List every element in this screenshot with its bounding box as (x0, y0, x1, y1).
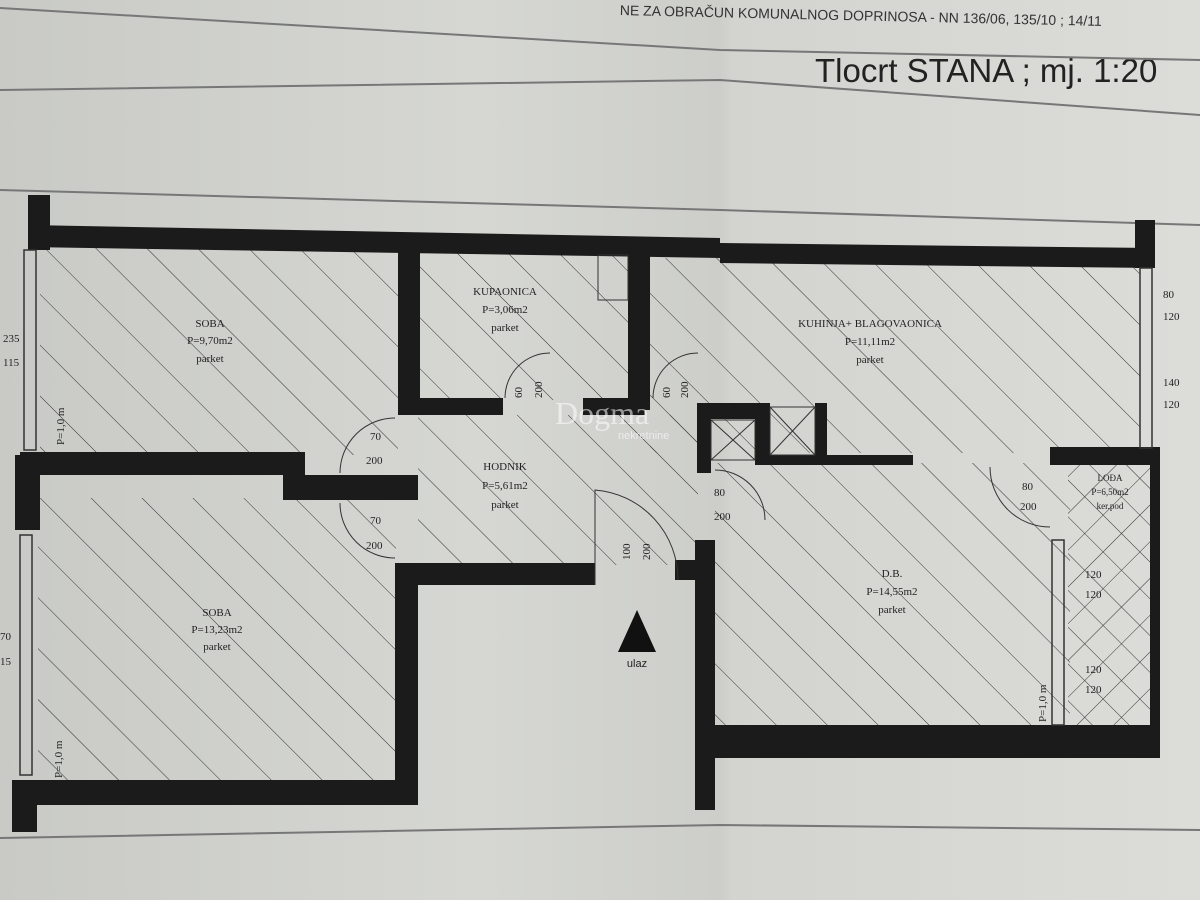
svg-text:KUHINJA+ BLAGOVAONICA: KUHINJA+ BLAGOVAONICA (798, 318, 942, 330)
svg-text:60: 60 (661, 387, 673, 399)
svg-text:P=5,61m2: P=5,61m2 (482, 480, 528, 492)
svg-text:115: 115 (3, 357, 20, 369)
dimension-labels: 235 115 70 15 80 120 140 120 70 200 70 2… (0, 289, 1180, 778)
svg-text:P=1,0 m: P=1,0 m (53, 740, 65, 778)
svg-text:120: 120 (1085, 589, 1102, 601)
svg-text:parket: parket (203, 641, 230, 653)
entrance-arrow-icon (618, 610, 656, 652)
svg-text:200: 200 (679, 381, 691, 398)
svg-text:120: 120 (1085, 684, 1102, 696)
svg-text:P=13,23m2: P=13,23m2 (191, 624, 242, 636)
svg-text:70: 70 (0, 631, 12, 643)
svg-text:200: 200 (366, 540, 383, 552)
svg-text:D.B.: D.B. (882, 568, 903, 580)
svg-text:ker.pod: ker.pod (1097, 501, 1124, 511)
svg-text:100: 100 (621, 543, 633, 560)
svg-text:80: 80 (1163, 289, 1175, 301)
svg-text:parket: parket (878, 604, 905, 616)
door-swings (339, 254, 1051, 585)
svg-text:80: 80 (1022, 481, 1034, 493)
watermark-subtitle: nekretnine (618, 430, 670, 442)
room-label-kuhinja: KUHINJA+ BLAGOVAONICA P=11,11m2 parket (798, 318, 942, 366)
svg-text:parket: parket (491, 322, 518, 334)
sheet-rule-lines (0, 7, 1200, 839)
svg-text:120: 120 (1163, 399, 1180, 411)
room-label-soba-1: SOBA P=9,70m2 parket (187, 318, 233, 365)
svg-text:parket: parket (196, 353, 223, 365)
room-fills (38, 245, 1152, 783)
svg-text:200: 200 (533, 381, 545, 398)
svg-text:200: 200 (714, 511, 731, 523)
svg-text:60: 60 (513, 387, 525, 399)
svg-text:70: 70 (370, 431, 382, 443)
svg-text:P=14,55m2: P=14,55m2 (866, 586, 917, 598)
windows (19, 249, 1153, 776)
svg-text:KUPAONICA: KUPAONICA (473, 286, 537, 298)
room-label-loda: LOĐA P=6,50m2 ker.pod (1091, 473, 1128, 511)
svg-text:P=9,70m2: P=9,70m2 (187, 335, 233, 347)
svg-text:LOĐA: LOĐA (1098, 473, 1123, 483)
walls (12, 195, 1160, 832)
svg-text:P=1,0 m: P=1,0 m (1037, 684, 1049, 722)
svg-text:SOBA: SOBA (195, 318, 224, 330)
svg-text:235: 235 (3, 333, 20, 345)
room-label-soba-2: SOBA P=13,23m2 parket (191, 607, 242, 653)
svg-text:200: 200 (641, 543, 653, 560)
svg-text:120: 120 (1163, 311, 1180, 323)
entrance-label: ulaz (627, 658, 647, 670)
svg-text:15: 15 (0, 656, 12, 668)
svg-text:P=11,11m2: P=11,11m2 (845, 336, 895, 348)
svg-text:200: 200 (366, 455, 383, 467)
svg-text:120: 120 (1085, 569, 1102, 581)
svg-text:P=1,0 m: P=1,0 m (55, 407, 67, 445)
svg-text:200: 200 (1020, 501, 1037, 513)
svg-text:80: 80 (714, 487, 726, 499)
svg-text:parket: parket (491, 499, 518, 511)
svg-text:parket: parket (856, 354, 883, 366)
room-label-kupaonica: KUPAONICA P=3,06m2 parket (473, 286, 537, 334)
svg-text:140: 140 (1163, 377, 1180, 389)
watermark-logo: Dogma (555, 395, 650, 431)
room-label-hodnik: HODNIK P=5,61m2 parket (482, 461, 528, 511)
svg-text:120: 120 (1085, 664, 1102, 676)
svg-text:P=3,06m2: P=3,06m2 (482, 304, 528, 316)
svg-text:P=6,50m2: P=6,50m2 (1091, 487, 1128, 497)
room-label-dnevni-boravak: D.B. P=14,55m2 parket (866, 568, 917, 616)
svg-text:SOBA: SOBA (202, 607, 231, 619)
svg-text:HODNIK: HODNIK (483, 461, 526, 473)
svg-text:70: 70 (370, 515, 382, 527)
